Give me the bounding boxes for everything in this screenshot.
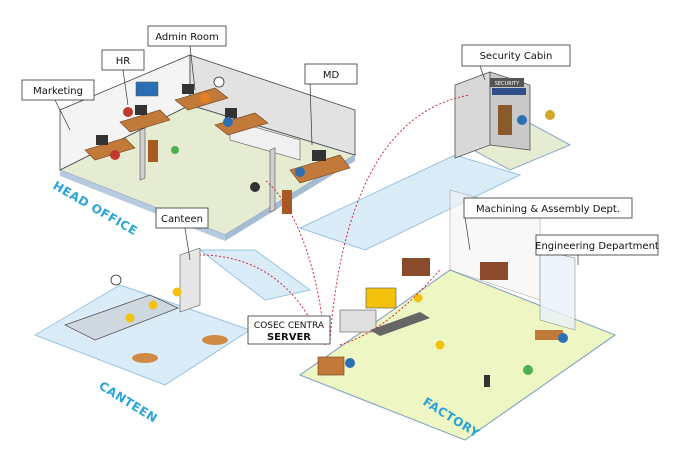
engineer: [558, 333, 568, 343]
leader-admin: [189, 45, 196, 91]
canteen-table-2: [202, 335, 228, 345]
shelf-2: [480, 262, 508, 280]
security-door: [498, 105, 512, 135]
canteen-person-2: [172, 287, 182, 297]
monitor-md: [312, 150, 326, 161]
walkway-canteen-factory: [198, 249, 312, 301]
visitor: [545, 110, 555, 120]
callout-leaders: [54, 45, 579, 265]
security-cabin-area: SECURITY: [453, 71, 572, 171]
monitor-marketing: [96, 135, 108, 145]
canteen-table-1: [132, 353, 158, 363]
conveyor: [370, 312, 430, 336]
leader-canteen: [184, 227, 191, 261]
person-hr: [123, 107, 133, 117]
security-guard: [517, 115, 527, 125]
server-operator: [345, 358, 355, 368]
md-label: MD: [323, 70, 340, 81]
person-middle: [223, 117, 233, 127]
walkway-office-security: [298, 154, 522, 251]
link-server-office: [264, 179, 326, 346]
factory-worker-2: [435, 340, 445, 350]
leader-machining: [464, 216, 471, 251]
callout-hr: HR: [101, 49, 145, 71]
desk-marketing: [84, 137, 136, 161]
callout-md: MD: [304, 63, 358, 85]
biometric-reader-factory: [484, 375, 490, 387]
leader-security: [479, 65, 486, 81]
plant-factory: [523, 365, 533, 375]
link-server-security: [329, 94, 471, 341]
monitor-hr: [135, 105, 147, 115]
canteen-person-1: [148, 300, 158, 310]
server-desk: [317, 356, 345, 376]
admin-room-label: Admin Room: [155, 32, 219, 43]
machine-2: [365, 287, 397, 309]
chef: [110, 274, 122, 286]
link-server-canteen: [199, 254, 321, 341]
person-md: [295, 167, 305, 177]
callout-canteen: Canteen: [155, 207, 209, 229]
factory-worker-1: [413, 293, 423, 303]
door-right: [282, 190, 292, 214]
callout-security-cabin: Security Cabin: [461, 44, 571, 67]
marketing-label: Marketing: [33, 86, 83, 97]
server-line1: COSEC CENTRA: [254, 321, 325, 331]
leader-md: [309, 81, 313, 146]
engineering-desk: [535, 330, 563, 340]
callout-engineering: Engineering Department: [535, 234, 659, 256]
machining-label: Machining & Assembly Dept.: [476, 204, 620, 215]
hr-label: HR: [116, 56, 131, 67]
server-line2: SERVER: [267, 332, 311, 343]
partition-md: [269, 147, 276, 213]
plant-office: [171, 146, 179, 154]
callout-admin-room: Admin Room: [147, 25, 227, 47]
shelf-1: [402, 258, 430, 276]
callout-machining: Machining & Assembly Dept.: [463, 197, 633, 219]
security-sign-board: [490, 78, 524, 87]
monitor-middle: [225, 108, 237, 118]
map-board: [135, 81, 159, 97]
callout-server: COSEC CENTRA SERVER: [247, 315, 331, 345]
factory-floor: [298, 269, 617, 441]
person-standing: [250, 182, 260, 192]
zone-label-canteen: CANTEEN: [96, 379, 160, 426]
leader-hr: [122, 69, 129, 106]
leader-marketing: [54, 99, 71, 131]
machine-1: [339, 309, 377, 333]
canteen-area: [33, 247, 252, 386]
engineering-label: Engineering Department: [535, 241, 659, 252]
walkways: [198, 154, 522, 301]
security-awning: [492, 88, 526, 95]
door-left: [148, 140, 158, 162]
canteen-wall: [179, 247, 201, 313]
canteen-person-3: [125, 313, 135, 323]
security-cabin-wall-left: [454, 71, 491, 159]
partition-hr: [139, 127, 146, 181]
network-links: [199, 94, 471, 346]
link-server-factory: [339, 269, 441, 346]
callout-marketing: Marketing: [21, 79, 95, 101]
person-marketing: [110, 150, 120, 160]
desk-middle: [214, 112, 269, 136]
wall-clock: [213, 76, 225, 88]
head-office-area: [58, 54, 357, 241]
engineering-wall: [539, 249, 576, 331]
monitor-admin: [182, 84, 194, 94]
security-sign: SECURITY: [495, 81, 520, 87]
person-admin: [200, 93, 210, 103]
canteen-label: Canteen: [161, 214, 203, 225]
security-cabin-label: Security Cabin: [480, 51, 553, 62]
